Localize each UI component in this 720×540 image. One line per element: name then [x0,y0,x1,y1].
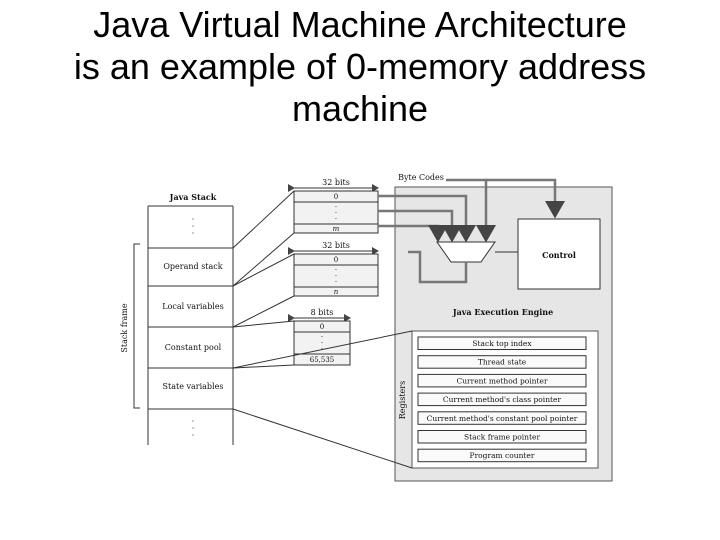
alu-feedback-arrow [408,250,468,284]
register-cell [417,448,587,463]
state-link-line [232,330,413,369]
locals-link-line [232,295,295,328]
pool-width-label: 8 bits [311,308,334,317]
operand-dot: · [335,203,337,211]
operand-stack-label: Operand stack [163,262,222,271]
stack-dots-bottom-2: · [192,424,195,433]
local-variables-detail: 32 bits 0 · · · n [232,241,379,328]
stack-dots-bottom-1: · [192,417,195,426]
register-label: Thread state [478,358,527,367]
local-variables-label: Local variables [162,302,223,311]
bytecode-arrow [378,224,448,243]
control-label: Control [542,250,576,260]
operand-last-index: m [333,225,340,233]
operand-dot: · [335,215,337,223]
alu-mux-icon [436,241,496,263]
slide-title: Java Virtual Machine Architecture is an … [0,4,720,130]
operand-dot: · [335,209,337,217]
stack-frame-label: Stack frame [120,303,129,352]
operand-width-label: 32 bits [322,178,350,187]
register-label: Stack frame pointer [464,433,541,442]
pool-last-index: 65,535 [310,356,335,364]
locals-dot: · [335,278,337,286]
constant-pool-detail: 8 bits 0 · · · 65,535 [232,308,351,369]
control-unit [517,218,601,290]
register-cell [417,392,587,407]
register-label: Stack top index [472,339,532,348]
engine-title: Java Execution Engine [452,307,553,317]
byte-codes-label: Byte Codes [398,173,444,182]
pool-first-index: 0 [320,323,324,331]
locals-dot: · [335,272,337,280]
pool-dot: · [321,345,323,353]
stack-dots-bottom-3: · [192,431,195,440]
register-label: Current method's class pointer [443,395,562,404]
slide-title-line-3: machine [291,88,429,129]
locals-last-index: n [334,288,339,296]
bytecode-arrow [378,209,462,243]
pool-link-line [232,320,295,328]
operand-link-line [232,190,295,249]
bytecode-to-control-arrow [486,178,565,219]
pool-link-line [232,364,295,369]
operand-link-line [232,232,295,287]
register-cell [417,373,587,388]
pool-dot: · [321,339,323,347]
registers-label: Registers [398,381,407,419]
bytecode-arrow [378,194,476,243]
register-cell [417,336,587,350]
register-label: Current method's constant pool pointer [427,414,578,423]
state-variables-label: State variables [163,382,224,391]
pool-cells [293,320,351,366]
locals-first-index: 0 [334,256,338,264]
state-link-line [232,408,413,469]
register-cell [417,430,587,444]
operand-first-index: 0 [334,193,338,201]
pool-dot: · [321,333,323,341]
register-label: Current method pointer [456,376,547,385]
register-label: Program counter [470,451,535,460]
stack-frame-bracket [133,243,140,409]
locals-dot: · [335,266,337,274]
execution-engine: Byte Codes Control Java Execution Engine… [378,173,613,482]
slide-title-line-1: Java Virtual Machine Architecture [93,4,627,45]
stack-dots-top-2: · [192,222,195,231]
locals-width-label: 32 bits [322,241,350,250]
slide-title-line-2: is an example of 0-memory address [73,46,647,87]
register-cell [417,411,587,425]
java-stack-heading: Java Stack [169,192,217,202]
java-stack: Java Stack · · · Operand stack Local var… [120,192,234,445]
constant-pool-label: Constant pool [165,343,222,352]
operand-stack-detail: 32 bits 0 · · · m [232,178,379,287]
stack-dots-top-1: · [192,215,195,224]
locals-link-line [232,253,295,287]
locals-cells [293,253,379,297]
stack-dots-top-3: · [192,229,195,238]
register-cell [417,355,587,369]
